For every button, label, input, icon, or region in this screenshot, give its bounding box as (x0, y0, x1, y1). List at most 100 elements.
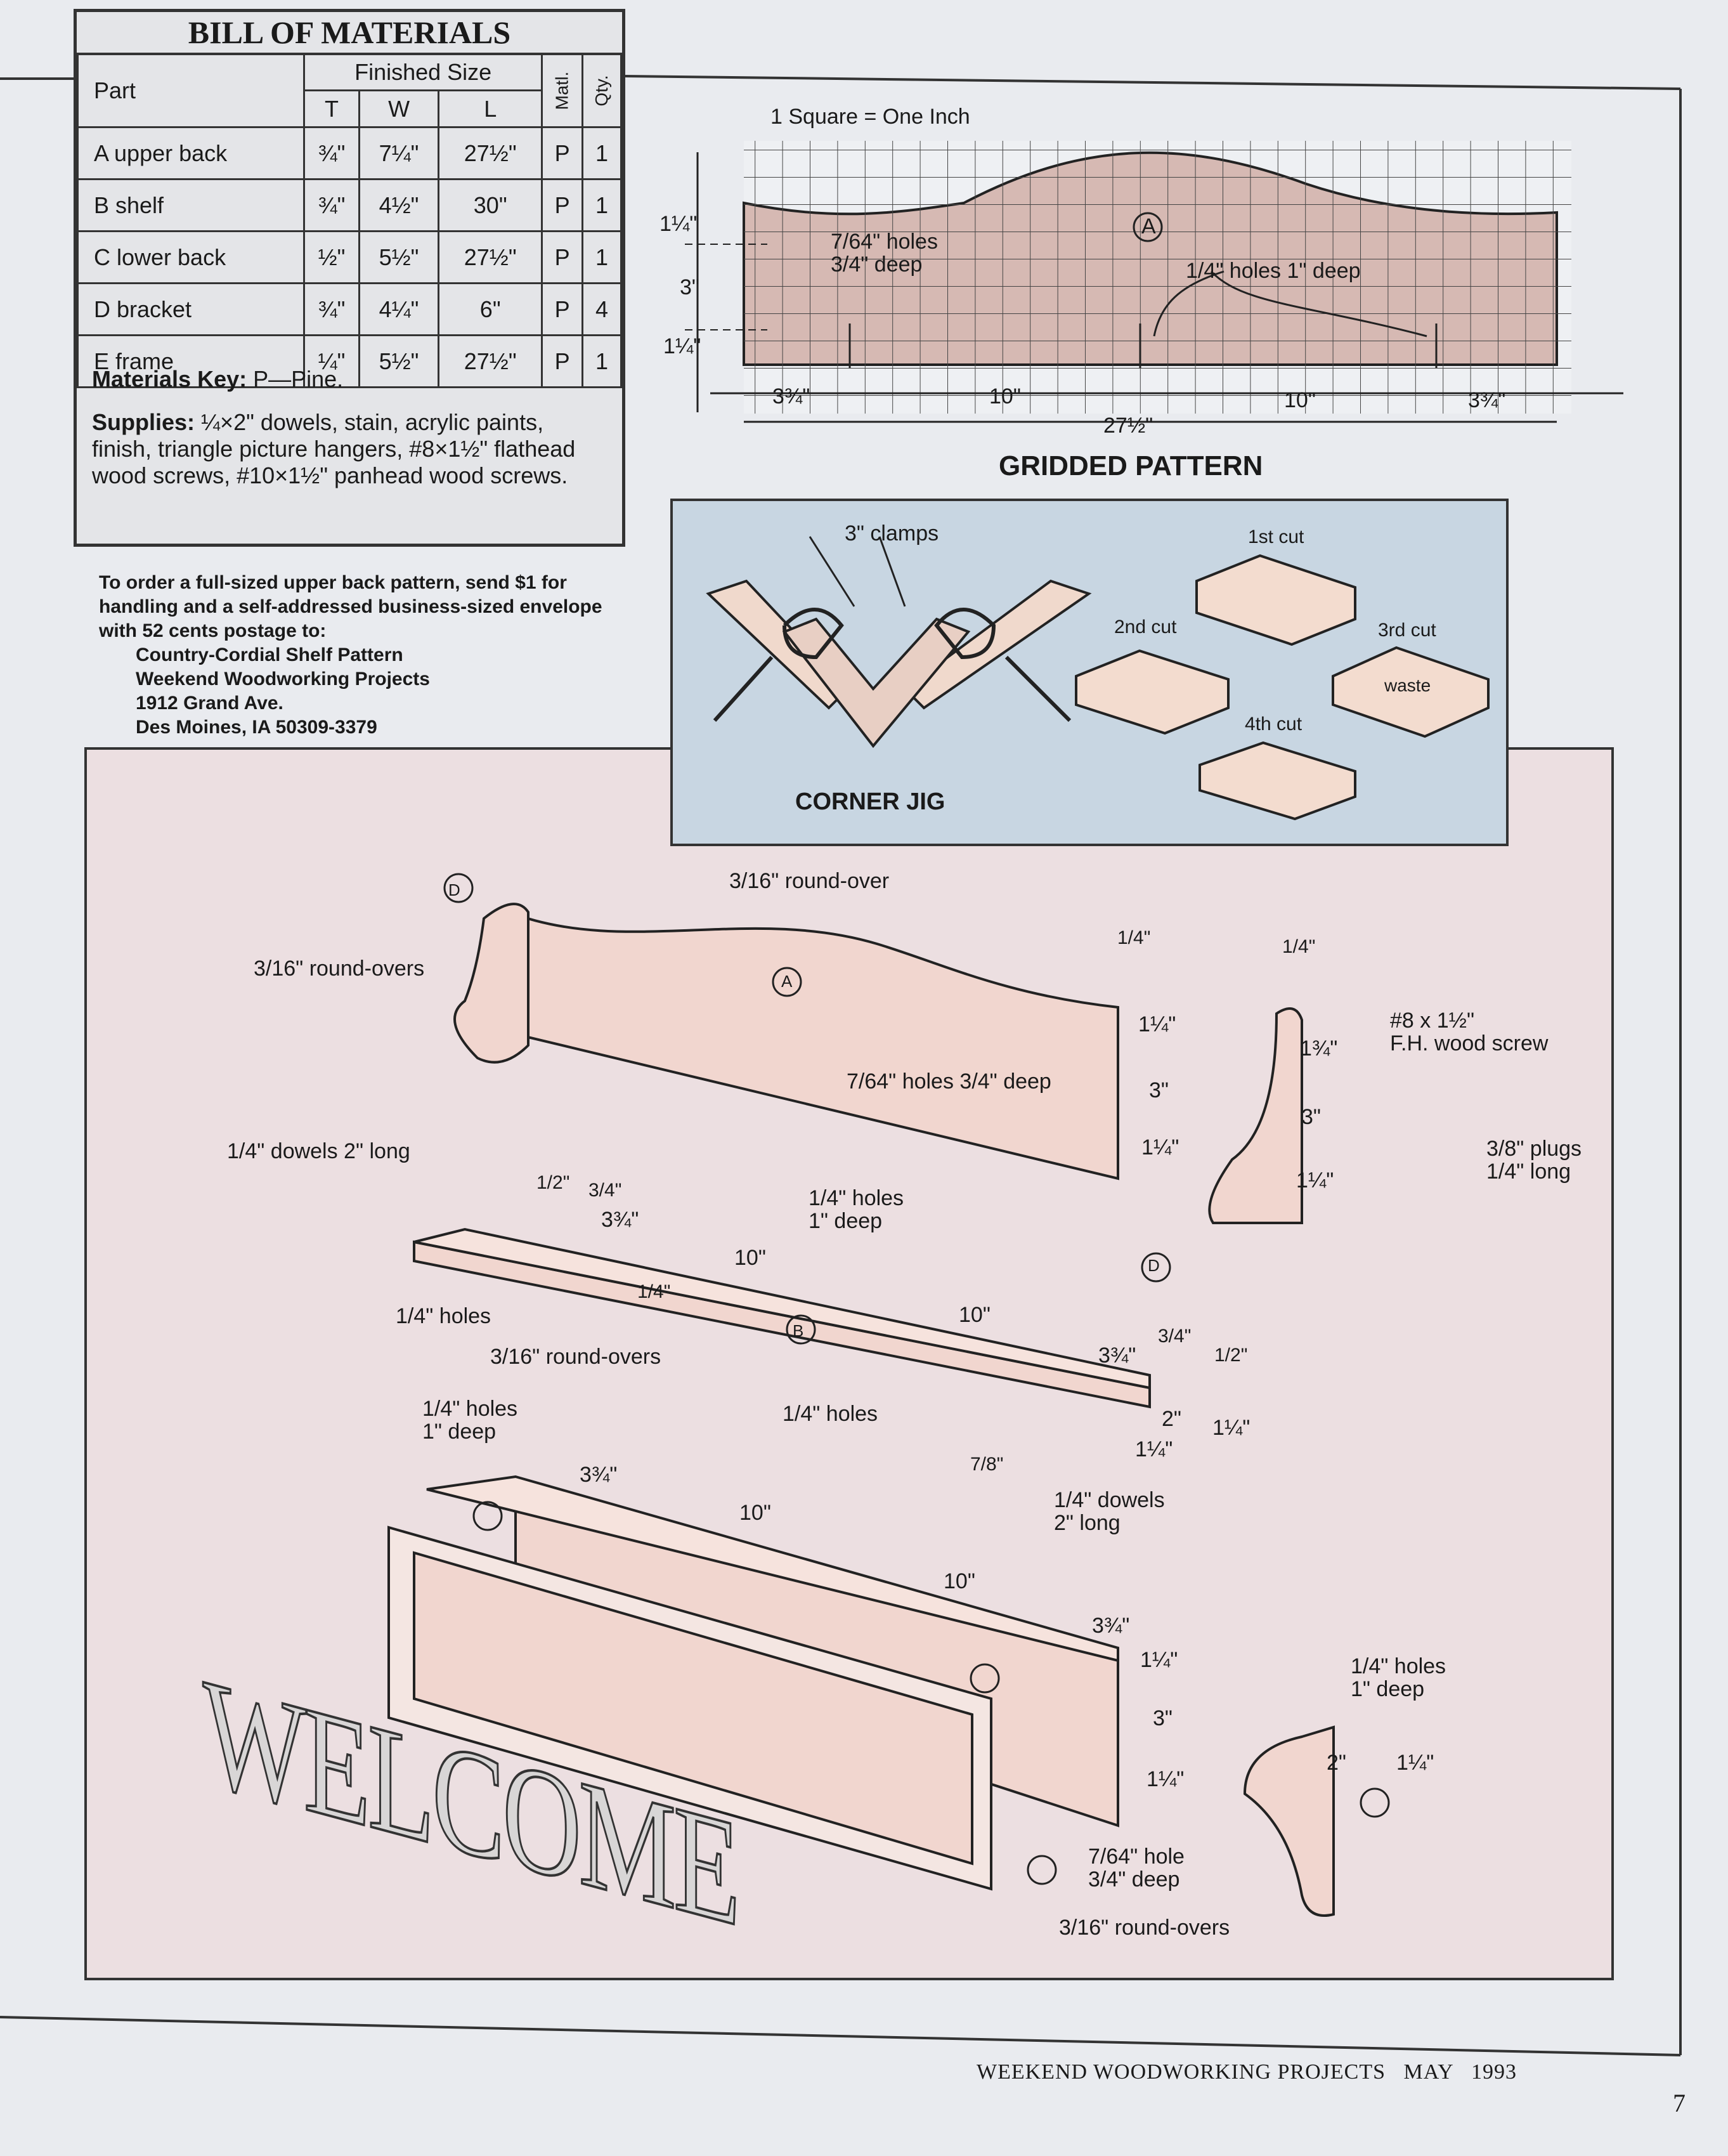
cut3-block (1332, 646, 1490, 738)
label-dowels-long: 2" long (1054, 1511, 1121, 1535)
grid-part-a: A (1141, 214, 1156, 238)
gridded-pattern-diagram (685, 141, 1623, 423)
label-dim: 2" (1327, 1751, 1346, 1775)
address-line: 1912 Grand Ave. (136, 693, 283, 714)
bom-header-w: W (358, 89, 440, 128)
footer-text: WEEKEND WOODWORKING PROJECTS MAY 1993 (977, 2060, 1517, 2084)
bom-cell: ¾" (302, 178, 361, 232)
label-dim: 1¾" (1300, 1036, 1338, 1061)
gridded-pattern-title: GRIDDED PATTERN (999, 450, 1263, 481)
exploded-view-diagram (387, 873, 1390, 1917)
bom-cell: A upper back (77, 126, 305, 180)
order-text: To order a full-sized upper back pattern… (99, 572, 602, 641)
jig-cut3-label: 3rd cut (1378, 620, 1436, 641)
label-dim: 3" (1149, 1078, 1169, 1102)
label-holes: 1/4" holes (422, 1397, 518, 1421)
bom-cell: ½" (302, 230, 361, 284)
bom-cell: 1 (581, 334, 622, 388)
bom-table: Part Finished Size Matl. Qty. T W L A up… (77, 53, 622, 388)
grid-dim: 1¼" (659, 212, 698, 236)
bom-cell: ¾" (302, 126, 361, 180)
bom-cell: D bracket (77, 282, 305, 336)
label-dim: 3¾" (601, 1208, 639, 1232)
label-dim: 1¼" (1212, 1416, 1251, 1440)
jig-cut2-label: 2nd cut (1114, 617, 1177, 637)
label-screw: #8 x 1½" (1390, 1009, 1475, 1033)
bom-cell: 5½" (358, 334, 440, 388)
table-row: A upper back ¾" 7¼" 27½" P 1 (77, 126, 622, 180)
page-number: 7 (1673, 2089, 1686, 2117)
label-dim: 1¼" (1296, 1168, 1334, 1192)
bom-cell: P (541, 230, 583, 284)
label-dim: 3¾" (580, 1463, 618, 1487)
bill-of-materials: BILL OF MATERIALS Part Finished Size Mat… (74, 9, 625, 547)
supplies-label: Supplies: (92, 409, 195, 435)
label-dim: 7/8" (970, 1454, 1004, 1475)
label-roundover: 3/16" round-over (729, 869, 890, 893)
label-a: A (781, 972, 793, 991)
label-dim: 1¼" (1140, 1648, 1178, 1672)
table-row: C lower back ½" 5½" 27½" P 1 (77, 230, 622, 284)
grid-dim: 3¾" (772, 384, 810, 408)
shelf-b (413, 1240, 1151, 1409)
jig-clamps-label: 3" clamps (845, 521, 939, 546)
label-d: D (448, 880, 460, 899)
label-d: D (1148, 1256, 1160, 1275)
cut1-block (1195, 554, 1356, 646)
bom-title: BILL OF MATERIALS (77, 12, 622, 55)
label-hole: 7/64" hole (1088, 1845, 1185, 1869)
table-row: E frame ¼" 5½" 27½" P 1 (77, 334, 622, 388)
grid-dim: 10" (989, 384, 1021, 408)
label-dim: 1¼" (1141, 1135, 1179, 1160)
materials-key-label: Materials Key: (92, 366, 247, 392)
label-dowels: 1/4" dowels 2" long (227, 1139, 410, 1163)
corner-jig-title: CORNER JIG (795, 788, 945, 815)
grid-dim: 3¾" (1468, 388, 1506, 412)
grid-holes-small-deep: 3/4" deep (831, 252, 923, 277)
label-dim: 3/4" (1158, 1326, 1192, 1347)
label-dim: 10" (734, 1246, 766, 1270)
label-dim: 3/4" (588, 1180, 622, 1201)
cut2-block (1075, 649, 1230, 735)
bom-cell: 1 (581, 230, 622, 284)
grid-dim: 3" (680, 275, 699, 299)
label-dim: 1/4" (637, 1281, 671, 1302)
grid-dim: 1¼" (663, 334, 701, 358)
materials-key: P—Pine. (247, 366, 344, 392)
bom-cell: 6" (438, 282, 543, 336)
label-holes: 1/4" holes (396, 1304, 491, 1328)
label-holes: 1/4" holes (1351, 1654, 1446, 1678)
label-dim: 1¼" (1138, 1012, 1176, 1036)
label-dim: 10" (959, 1303, 991, 1327)
bottom-bracket-d (1243, 1725, 1335, 1917)
grid-dim-total: 27½" (1103, 414, 1153, 438)
address-line: Des Moines, IA 50309-3379 (136, 717, 377, 738)
bom-cell: E frame (77, 334, 305, 388)
label-dim: 3" (1301, 1105, 1321, 1129)
cut4-block (1199, 741, 1356, 821)
bom-cell: 7¼" (358, 126, 440, 180)
bom-header-finished-size: Finished Size (302, 53, 543, 91)
jig-cut4-label: 4th cut (1245, 714, 1302, 735)
label-screw-type: F.H. wood screw (1390, 1031, 1549, 1055)
bom-cell: 4¼" (358, 282, 440, 336)
bom-cell: 1 (581, 178, 622, 232)
bom-cell: 27½" (438, 230, 543, 284)
label-quarter: 1/4" (1117, 927, 1151, 948)
bom-header-part: Part (77, 53, 305, 128)
grid-scale-label: 1 Square = One Inch (770, 105, 970, 129)
bom-cell: B shelf (77, 178, 305, 232)
label-dim: 1¼" (1396, 1751, 1434, 1775)
label-roundovers: 3/16" round-overs (1059, 1916, 1230, 1940)
label-plugs-long: 1/4" long (1486, 1160, 1571, 1184)
bom-cell: ¾" (302, 282, 361, 336)
label-dim: 1/2" (1214, 1345, 1248, 1366)
label-holes-big: 1/4" holes (809, 1186, 904, 1210)
label-dim: 2" (1162, 1407, 1181, 1431)
bom-cell: C lower back (77, 230, 305, 284)
bom-cell: 4½" (358, 178, 440, 232)
label-quarter: 1/4" (1282, 936, 1316, 957)
label-holes: 1/4" holes (783, 1402, 878, 1426)
bom-cell: 4 (581, 282, 622, 336)
label-dim: 3¾" (1098, 1343, 1136, 1368)
